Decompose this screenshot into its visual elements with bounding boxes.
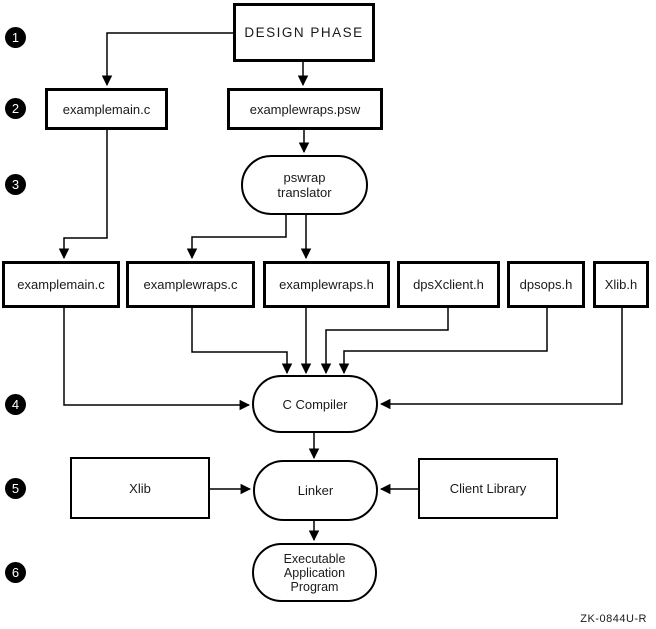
node-xlib: Xlib — [70, 457, 210, 519]
node-examplemain-c: examplemain.c — [2, 261, 120, 308]
connector-dpsops-h-to-compiler — [338, 308, 548, 375]
client-library-label: Client Library — [449, 481, 527, 496]
node-xlib-h: Xlib.h — [593, 261, 649, 308]
executable-label-line3: Program — [290, 579, 339, 594]
dpsops-h-label: dpsops.h — [519, 277, 573, 292]
xlib-h-label: Xlib.h — [604, 277, 638, 292]
connector-examplemain-c-to-compiler — [63, 308, 251, 411]
connector-examplewraps-c-to-compiler — [191, 308, 293, 375]
connector-pswrap-to-examplewraps-c — [186, 215, 287, 260]
step-badge-6: 6 — [5, 562, 26, 583]
node-examplewraps-psw: examplewraps.psw — [227, 88, 383, 130]
node-examplewraps-h: examplewraps.h — [263, 261, 390, 308]
design-phase-label: DESIGN PHASE — [244, 25, 364, 40]
linker-label: Linker — [297, 483, 334, 498]
step-badge-5: 5 — [5, 478, 26, 499]
node-examplemain-src: examplemain.c — [45, 88, 168, 130]
examplewraps-psw-label: examplewraps.psw — [249, 101, 361, 117]
executable-label-line2: Application — [283, 565, 346, 580]
step-badge-2: 2 — [5, 98, 26, 119]
figure-code: ZK-0844U-R — [580, 613, 647, 625]
dpsxclient-h-label: dpsXclient.h — [413, 277, 484, 292]
xlib-label: Xlib — [129, 480, 151, 496]
node-dpsops-h: dpsops.h — [507, 261, 585, 308]
step-badge-4: 4 — [5, 394, 26, 415]
node-pswrap-translator: pswrap translator — [241, 155, 368, 215]
examplewraps-c-label: examplewraps.c — [143, 277, 238, 292]
examplemain-c-label: examplemain.c — [17, 277, 105, 292]
node-examplewraps-c: examplewraps.c — [126, 261, 255, 308]
connector-design-to-examplemain-src — [101, 32, 233, 87]
examplemain-src-label: examplemain.c — [62, 101, 151, 117]
examplewraps-h-label: examplewraps.h — [279, 277, 374, 292]
node-client-library: Client Library — [418, 458, 558, 519]
c-compiler-label: C Compiler — [282, 396, 348, 412]
step-badge-1: 1 — [5, 27, 26, 48]
connector-examplemain-src-to-examplemain-c — [58, 130, 108, 260]
pswrap-translator-label-line2: translator — [277, 185, 332, 200]
connector-dpsxclient-h-to-compiler — [320, 308, 449, 375]
step-badge-3: 3 — [5, 174, 26, 195]
node-linker: Linker — [253, 460, 378, 521]
node-design-phase: DESIGN PHASE — [233, 3, 375, 62]
connector-xlib-h-to-compiler — [379, 308, 623, 410]
pswrap-translator-label-line1: pswrap — [283, 170, 326, 185]
node-dpsxclient-h: dpsXclient.h — [397, 261, 500, 308]
executable-label-line1: Executable — [283, 551, 346, 566]
node-executable-program: Executable Application Program — [252, 543, 377, 602]
node-c-compiler: C Compiler — [252, 375, 378, 433]
